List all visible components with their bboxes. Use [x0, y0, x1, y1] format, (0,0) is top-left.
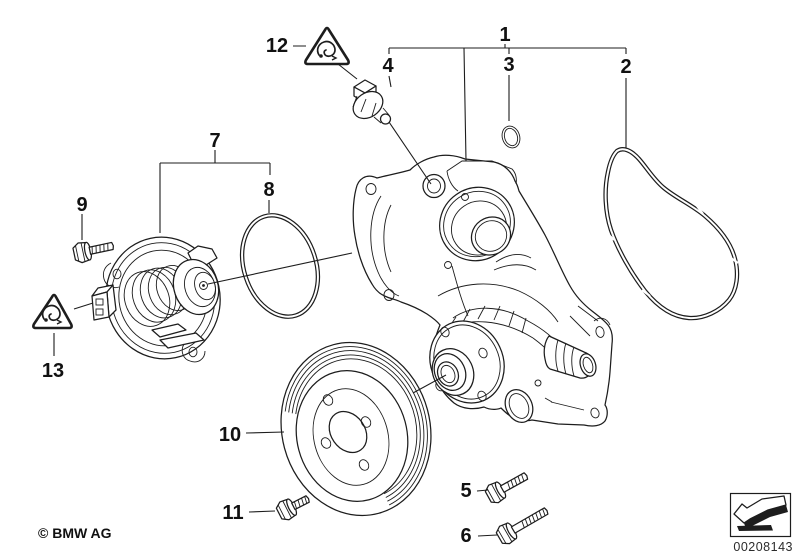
- water-pump-body: [352, 154, 613, 427]
- bolt-6: [495, 507, 549, 545]
- temperature-sensor: [352, 79, 392, 125]
- callout-13: 13: [42, 302, 94, 382]
- image-number: 00208143: [733, 540, 793, 554]
- callout-4-label[interactable]: 4: [382, 55, 394, 77]
- callout-13-label[interactable]: 13: [42, 360, 64, 382]
- callout-10-label[interactable]: 10: [219, 424, 241, 446]
- thermostat-connector: [91, 284, 117, 321]
- thermostat: [91, 236, 221, 363]
- callout-11: 11: [222, 502, 276, 524]
- callout-6: 6: [460, 525, 498, 547]
- callout-1-label[interactable]: 1: [499, 24, 510, 46]
- callout-2-label[interactable]: 2: [620, 56, 631, 78]
- pump-hub-flange: [429, 320, 505, 404]
- callout-12: 12: [266, 35, 358, 80]
- callout-7-label[interactable]: 7: [209, 130, 220, 152]
- callout-3: 3: [503, 54, 515, 121]
- callout-10: 10: [219, 424, 285, 446]
- callout-9: 9: [76, 194, 88, 240]
- direction-arrow-icon: [729, 492, 792, 538]
- gasket-ring: [603, 147, 740, 321]
- callout-5: 5: [460, 480, 489, 502]
- callout-11-label[interactable]: 11: [222, 502, 243, 524]
- bolt-5: [484, 472, 529, 504]
- callout-3-label[interactable]: 3: [503, 54, 514, 76]
- callout-12-label[interactable]: 12: [266, 35, 288, 57]
- callout-2: 2: [620, 56, 632, 148]
- o-ring-small: [501, 125, 521, 149]
- callout-8: 8: [207, 179, 353, 285]
- copyright-text: © BMW AG: [38, 525, 112, 541]
- bolt-11: [275, 495, 310, 521]
- callout-7: 7: [159, 130, 271, 233]
- callout-5-label[interactable]: 5: [460, 480, 471, 502]
- callout-8-label[interactable]: 8: [263, 179, 274, 201]
- bolt-9: [72, 241, 114, 264]
- pulley-hub-leader-line: [412, 374, 447, 394]
- o-ring-large: [239, 213, 321, 319]
- callout-4: 4: [382, 55, 432, 185]
- pulley: [280, 341, 447, 517]
- warning-triangle-icon: [32, 293, 73, 330]
- callout-6-label[interactable]: 6: [460, 525, 471, 547]
- callout-9-label[interactable]: 9: [76, 194, 87, 216]
- callout-1: 1: [388, 24, 627, 162]
- warning-triangle-icon: [304, 26, 350, 66]
